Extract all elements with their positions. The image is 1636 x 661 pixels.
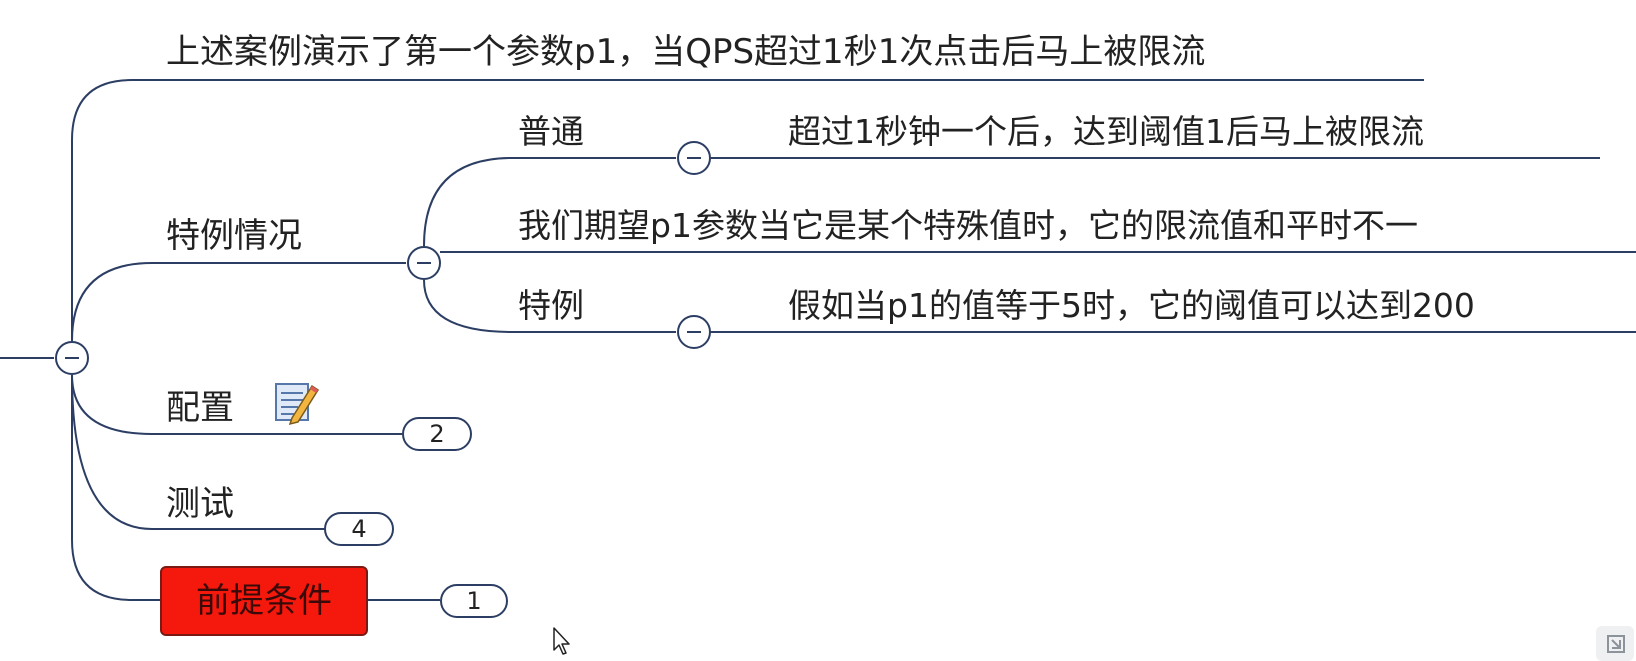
- precondition-count-badge[interactable]: 1: [440, 584, 508, 618]
- root-collapse-button[interactable]: [55, 341, 89, 375]
- precondition-node[interactable]: 前提条件: [160, 566, 368, 636]
- normal-collapse-button[interactable]: [677, 141, 711, 175]
- test-node[interactable]: 测试: [166, 484, 234, 524]
- exception-node[interactable]: 特例: [518, 286, 584, 325]
- notepad-icon: [275, 383, 320, 426]
- normal-detail[interactable]: 超过1秒钟一个后，达到阈值1后马上被限流: [788, 112, 1424, 151]
- corner-app-icon[interactable]: [1590, 622, 1636, 661]
- normal-node[interactable]: 普通: [518, 112, 584, 151]
- config-node[interactable]: 配置: [166, 388, 234, 428]
- exception-detail[interactable]: 假如当p1的值等于5时，它的阈值可以达到200: [788, 286, 1475, 325]
- test-count-badge[interactable]: 4: [324, 512, 394, 546]
- config-count-badge[interactable]: 2: [402, 417, 472, 451]
- special-case-node[interactable]: 特例情况: [166, 216, 302, 256]
- top-note[interactable]: 上述案例演示了第一个参数p1，当QPS超过1秒1次点击后马上被限流: [166, 32, 1206, 72]
- expectation-node[interactable]: 我们期望p1参数当它是某个特殊值时，它的限流值和平时不一: [518, 206, 1418, 245]
- special-case-collapse-button[interactable]: [407, 246, 441, 280]
- exception-collapse-button[interactable]: [677, 315, 711, 349]
- mouse-cursor-icon: [553, 627, 570, 655]
